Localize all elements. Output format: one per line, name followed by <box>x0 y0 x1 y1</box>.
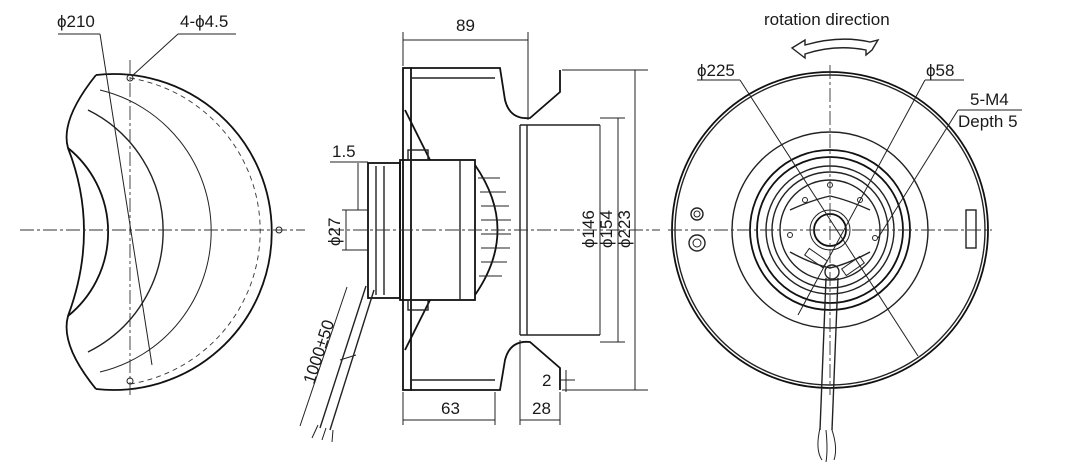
thread-spec-label: 5-M4 <box>970 90 1009 109</box>
fan-side-view <box>299 32 660 443</box>
outer-diameter-label: ϕ210 <box>57 12 95 31</box>
fan-front-view <box>668 38 1022 463</box>
cable-length-label: 1000±50 <box>300 318 338 387</box>
flange-label: 1.5 <box>332 142 356 161</box>
thread-depth-label: Depth 5 <box>958 112 1018 131</box>
inlet-diameter-3-label: ϕ223 <box>615 210 634 248</box>
motor-diameter-label: ϕ58 <box>926 61 954 80</box>
rotation-direction-label: rotation direction <box>764 10 890 29</box>
mount-hole-marks <box>126 74 283 385</box>
mount-holes-label: 4-ϕ4.5 <box>180 12 228 31</box>
inlet-diameter-1-label: ϕ146 <box>579 210 598 248</box>
mounting-ring-view <box>20 33 305 395</box>
ring-depth-label: 28 <box>532 399 551 418</box>
screw-holes <box>787 182 878 241</box>
inlet-diameter-2-label: ϕ154 <box>597 210 616 248</box>
motor-fins <box>478 177 511 277</box>
base-depth-label: 63 <box>441 399 460 418</box>
gap-label: 2 <box>542 371 551 390</box>
hub-diameter-label: ϕ27 <box>325 218 344 246</box>
total-depth-label: 89 <box>456 16 475 35</box>
impeller-diameter-label: ϕ225 <box>697 61 735 80</box>
